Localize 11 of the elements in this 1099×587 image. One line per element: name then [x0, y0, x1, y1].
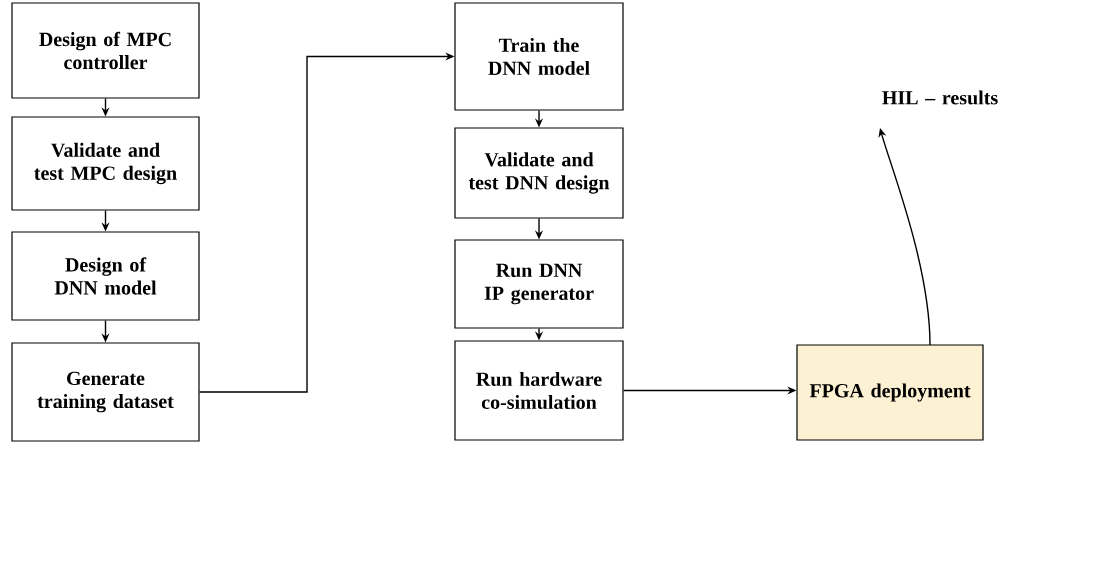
- process-box: Run DNN IP generator: [454, 239, 624, 329]
- process-box: Run hardware co-simulation: [454, 340, 624, 441]
- process-box: Design of MPC controller: [11, 2, 200, 99]
- process-box: Validate and test DNN design: [454, 127, 624, 219]
- result-label: HIL – results: [882, 90, 998, 105]
- process-box: FPGA deployment: [796, 344, 984, 441]
- process-box: Design of DNN model: [11, 231, 200, 321]
- arrow: [878, 128, 931, 346]
- process-box: Generate training dataset: [11, 342, 200, 442]
- process-box: Validate and test MPC design: [11, 116, 200, 211]
- process-box: Train the DNN model: [454, 2, 624, 111]
